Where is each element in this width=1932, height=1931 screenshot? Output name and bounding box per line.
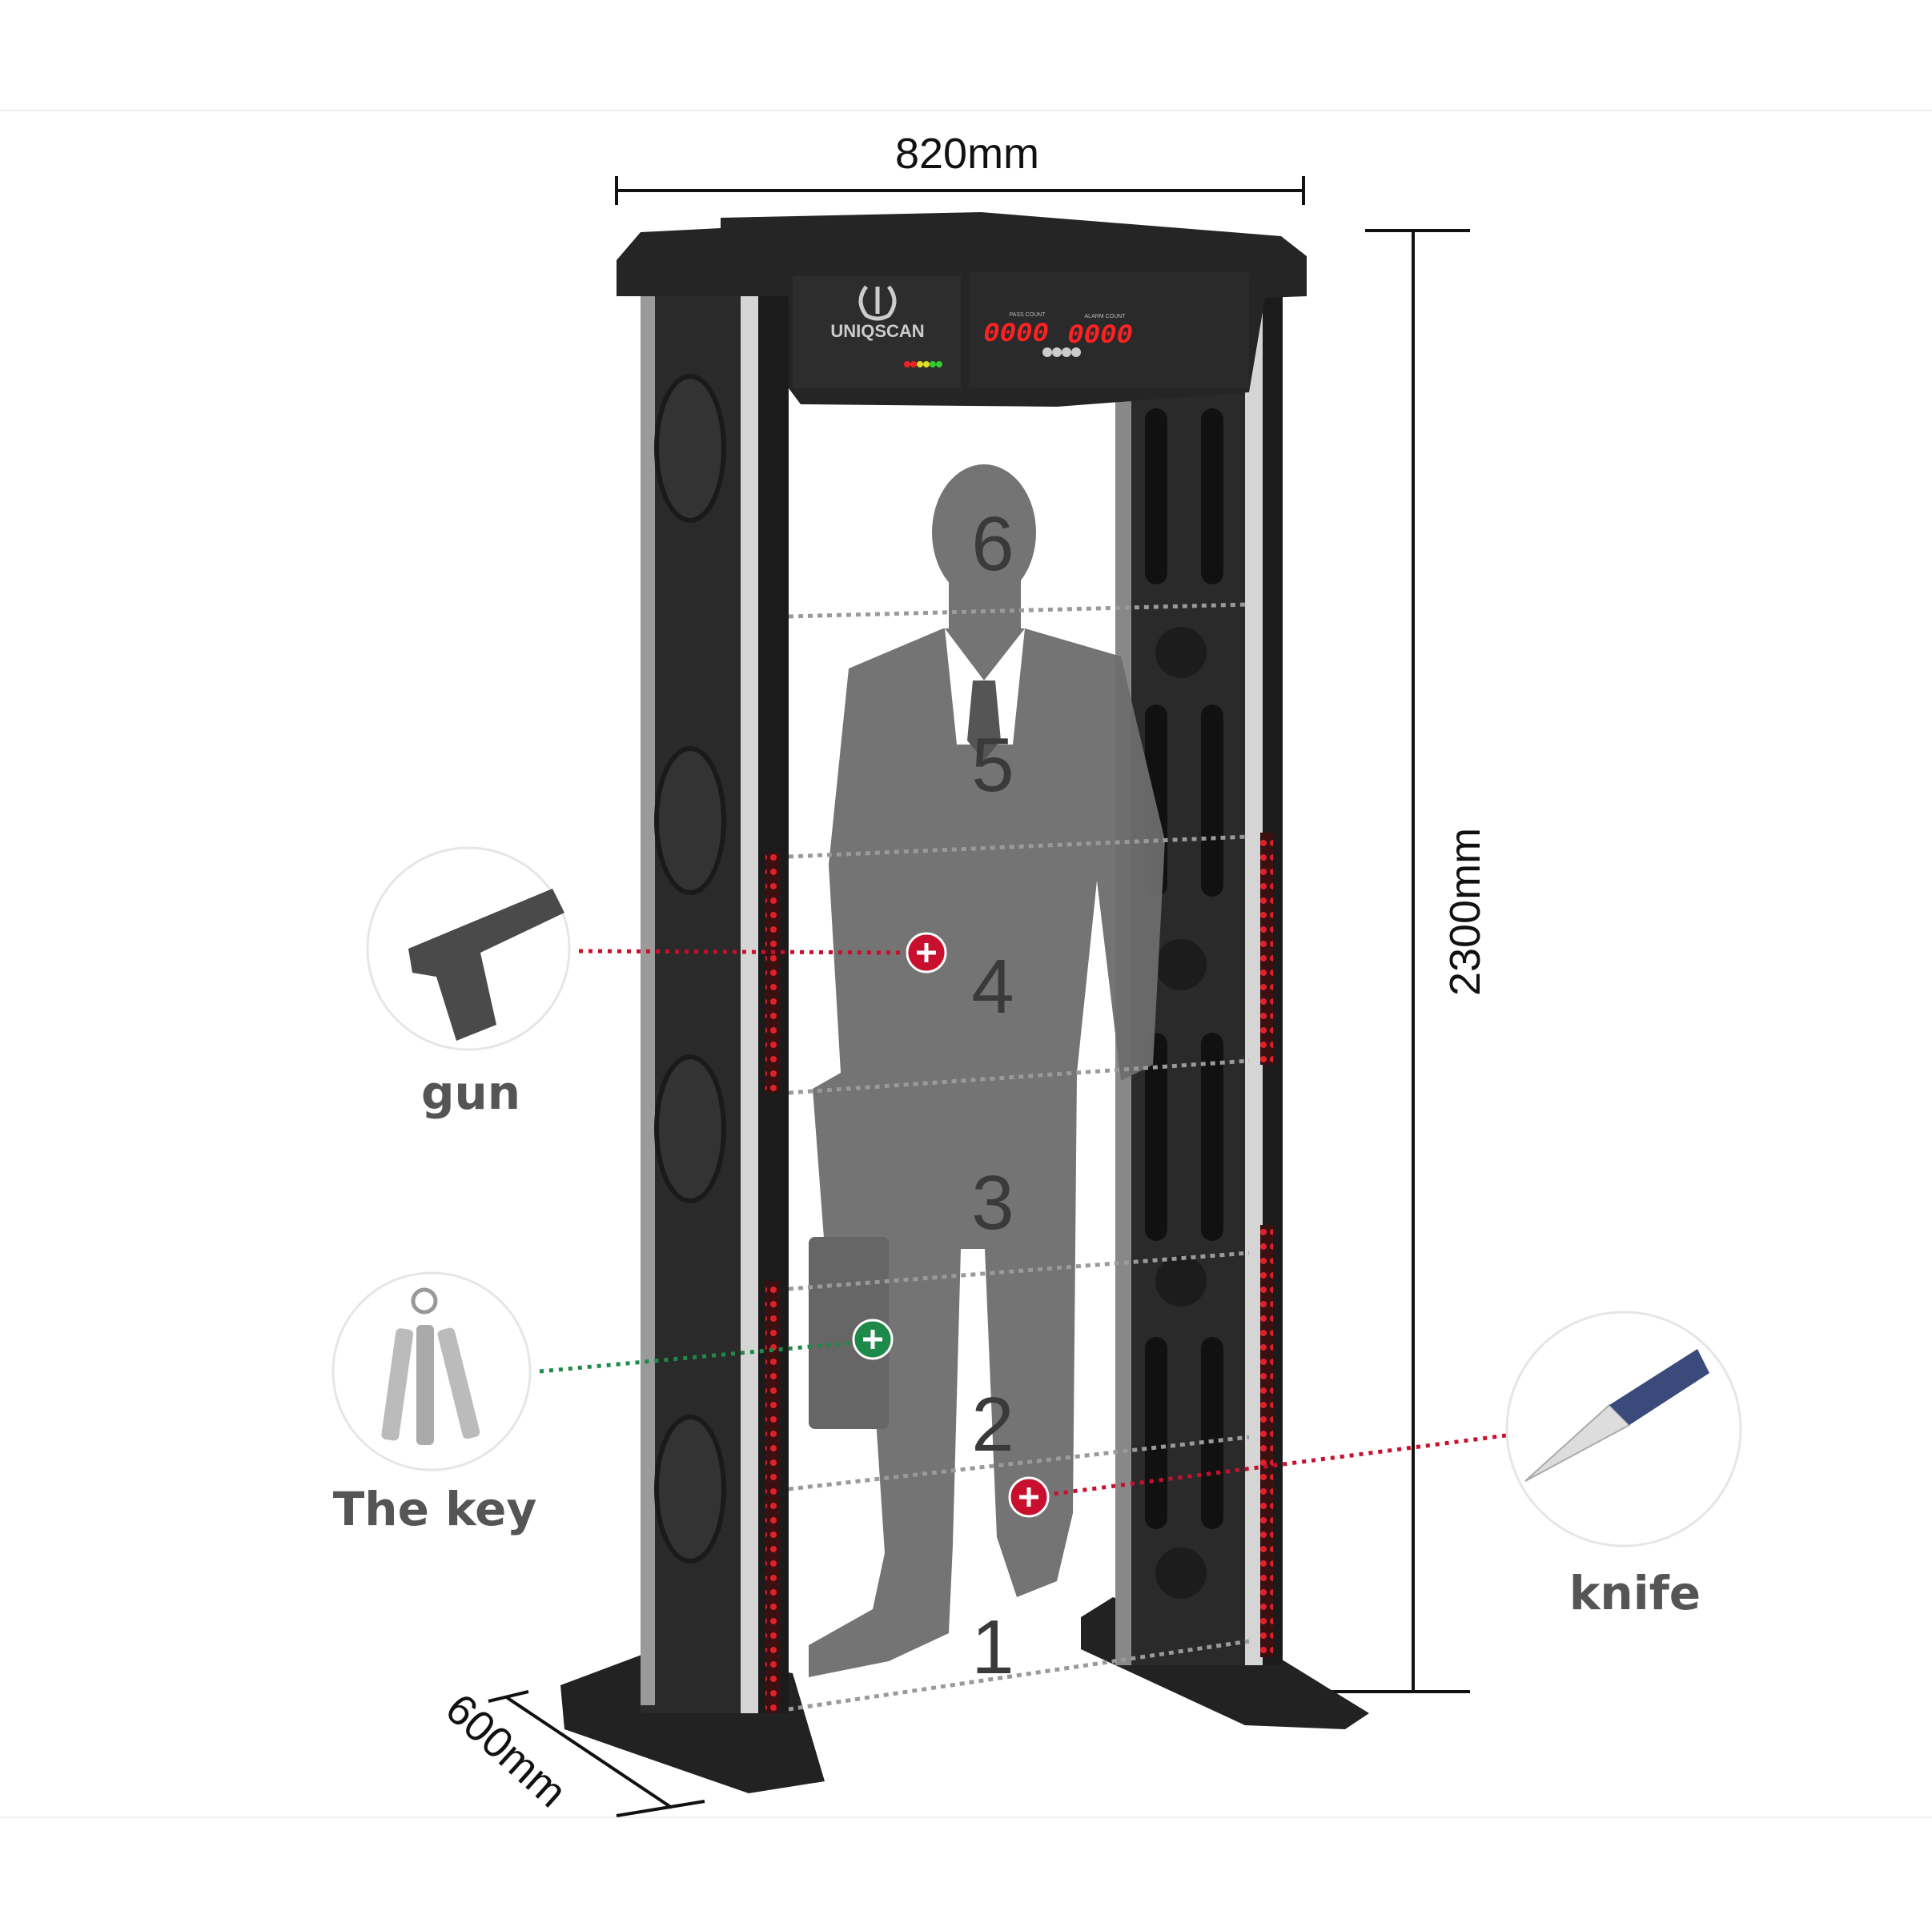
led-strip: [1260, 833, 1273, 1065]
depth-label: 600mm: [436, 1684, 576, 1817]
pass-count-display: 0000: [983, 319, 1049, 350]
signal-indicator-lights: [904, 361, 942, 367]
led-strip: [765, 1281, 780, 1713]
knife-alarm-marker: [1008, 1476, 1050, 1518]
brand-name: UNIQSCAN: [830, 321, 924, 341]
zone-label: 4: [971, 944, 1014, 1030]
brand-logo-icon: [858, 285, 897, 321]
gun-callout: gun: [366, 846, 571, 1120]
zone-label: 3: [971, 1160, 1014, 1246]
knife-icon: [1524, 1349, 1709, 1482]
shirt-and-tie: [945, 628, 1025, 761]
zone-label: 1: [971, 1604, 1014, 1690]
zone-label: 2: [971, 1382, 1014, 1467]
key-connector: [539, 1340, 855, 1374]
width-label: 820mm: [895, 130, 1039, 178]
key-callout: The key: [331, 1271, 537, 1536]
led-strip: [765, 853, 780, 1093]
gun-connector: [578, 949, 909, 955]
zone-label: 5: [971, 722, 1014, 808]
person-silhouette: [809, 464, 1165, 1677]
detector-header: UNIQSCAN PASS COUNT ALARM COUNT 0000 000…: [617, 212, 1307, 407]
zone-label: 6: [971, 501, 1014, 587]
key-safe-marker: [852, 1319, 894, 1360]
gun-label: gun: [421, 1066, 520, 1120]
control-button[interactable]: [1062, 347, 1071, 357]
control-buttons: [1042, 347, 1081, 357]
zone-dividers: [788, 602, 1250, 1712]
alarm-count-label: ALARM COUNT: [1085, 314, 1127, 319]
height-dimension: 2300mm: [1329, 229, 1489, 1693]
left-pillar: [641, 280, 789, 1713]
pass-count-label: PASS COUNT: [1010, 312, 1046, 318]
alarm-count-display: 0000: [1067, 321, 1133, 351]
key-label: The key: [333, 1482, 537, 1536]
keys-icon: [381, 1287, 480, 1445]
knife-label: knife: [1569, 1566, 1701, 1620]
height-label: 2300mm: [1441, 828, 1489, 996]
gun-icon: [408, 889, 564, 1041]
control-button[interactable]: [1052, 347, 1062, 357]
knife-callout: knife: [1505, 1311, 1742, 1620]
control-button[interactable]: [1071, 347, 1081, 357]
width-dimension: 820mm: [615, 130, 1305, 205]
knife-connector: [1046, 1433, 1507, 1497]
control-button[interactable]: [1042, 347, 1052, 357]
gun-alarm-marker: [906, 932, 947, 974]
zone-numbers: 1 2 3 4 5 6: [971, 501, 1014, 1690]
led-strip: [1260, 1225, 1273, 1657]
